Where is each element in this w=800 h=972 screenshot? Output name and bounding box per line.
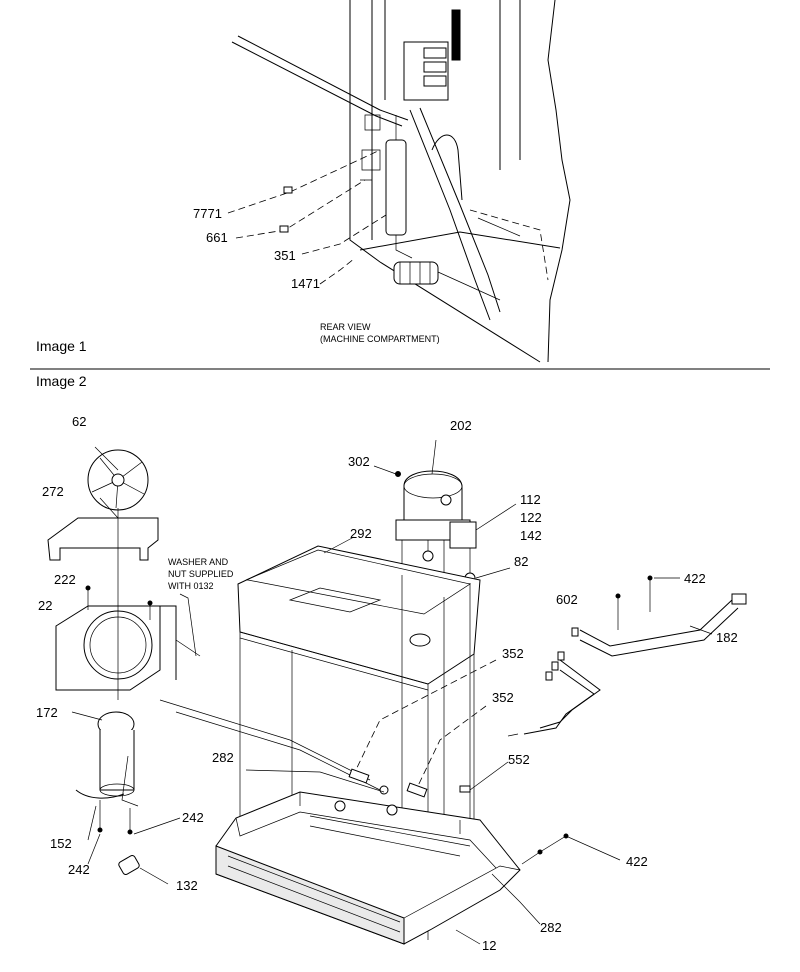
callout-222: 222 bbox=[54, 572, 76, 587]
image2-caption: Image 2 bbox=[36, 373, 87, 389]
wire-harness bbox=[507, 593, 747, 737]
callout-182: 182 bbox=[716, 630, 738, 645]
image2-drawing bbox=[47, 439, 747, 945]
fan-shroud bbox=[55, 605, 201, 691]
callout-122: 122 bbox=[520, 510, 542, 525]
callout-602: 602 bbox=[556, 592, 578, 607]
callout-7771: 7771 bbox=[193, 206, 222, 221]
machine-compartment-note: (MACHINE COMPARTMENT) bbox=[320, 334, 440, 344]
callout-22: 22 bbox=[38, 598, 52, 613]
callout-202: 202 bbox=[450, 418, 472, 433]
capacitor bbox=[118, 855, 140, 875]
base-plate bbox=[237, 545, 481, 691]
callout-242-right: 242 bbox=[182, 810, 204, 825]
rear-view-note: REAR VIEW bbox=[320, 322, 371, 332]
callout-292: 292 bbox=[350, 526, 372, 541]
compressor bbox=[395, 470, 477, 549]
callout-352-upper: 352 bbox=[502, 646, 524, 661]
callout-242-left: 242 bbox=[68, 862, 90, 877]
callout-422-top: 422 bbox=[684, 571, 706, 586]
callout-282-right: 282 bbox=[540, 920, 562, 935]
callout-62: 62 bbox=[72, 414, 86, 429]
washer-nut-note-line2: NUT SUPPLIED bbox=[168, 569, 234, 579]
callout-152: 152 bbox=[50, 836, 72, 851]
image1-caption: Image 1 bbox=[36, 338, 87, 354]
washer-nut-note-line1: WASHER AND bbox=[168, 557, 229, 567]
callout-1471: 1471 bbox=[291, 276, 320, 291]
fan-blade bbox=[87, 449, 149, 511]
callout-282-left: 282 bbox=[212, 750, 234, 765]
callout-142: 142 bbox=[520, 528, 542, 543]
callout-661: 661 bbox=[206, 230, 228, 245]
callout-132: 132 bbox=[176, 878, 198, 893]
callout-351: 351 bbox=[274, 248, 296, 263]
callout-82: 82 bbox=[514, 554, 528, 569]
callout-112: 112 bbox=[520, 492, 541, 507]
callout-272: 272 bbox=[42, 484, 64, 499]
callout-12: 12 bbox=[482, 938, 496, 953]
callout-552: 552 bbox=[508, 752, 530, 767]
callout-352-lower: 352 bbox=[492, 690, 514, 705]
callout-422-bottom: 422 bbox=[626, 854, 648, 869]
condenser-pan bbox=[215, 768, 521, 945]
fan-motor bbox=[97, 711, 135, 797]
callout-172: 172 bbox=[36, 705, 58, 720]
image1-drawing bbox=[227, 0, 571, 363]
callout-302: 302 bbox=[348, 454, 370, 469]
washer-nut-note-line3: WITH 0132 bbox=[168, 581, 214, 591]
